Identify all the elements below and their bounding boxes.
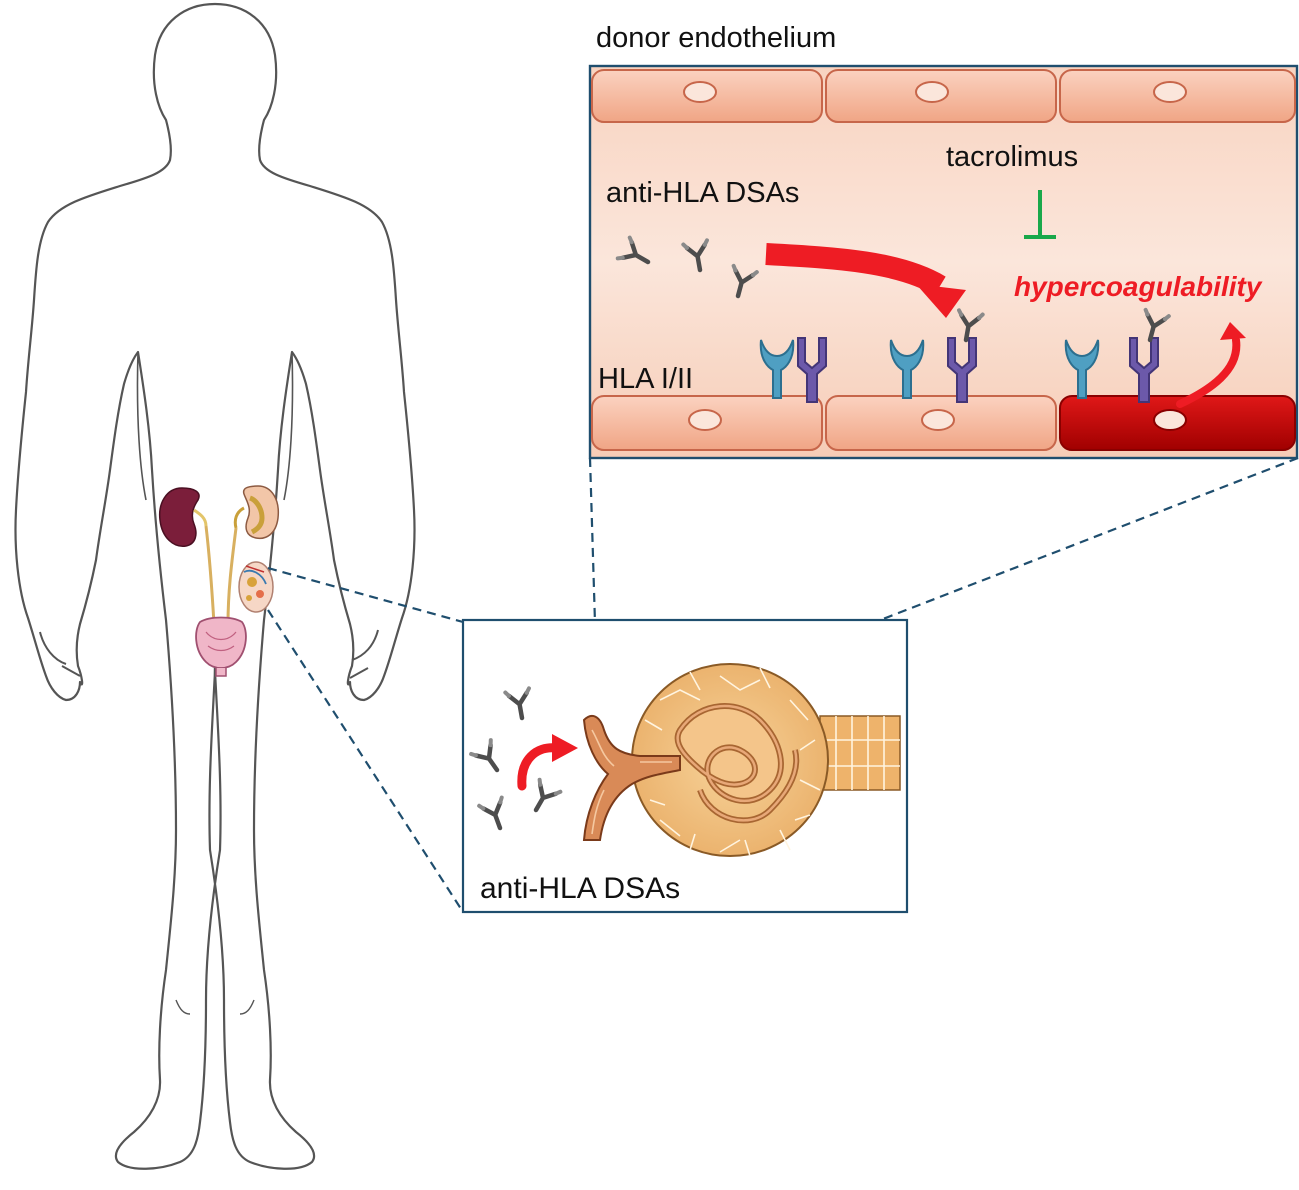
- binding-arrowhead-large: [916, 284, 966, 318]
- hla-classes-label: HLA I/II: [598, 363, 694, 395]
- urinary-system: [158, 485, 280, 677]
- activation-arrowhead: [1220, 322, 1246, 340]
- glomerulus-panel: [461, 618, 909, 914]
- tacrolimus-label: tacrolimus: [946, 141, 1079, 173]
- binding-arrowhead: [552, 734, 578, 762]
- hypercoagulability-label: hypercoagulability: [1014, 271, 1262, 302]
- afferent-arteriole: [582, 714, 681, 841]
- anti-hla-dsas-label-bottom: anti-HLA DSAs: [480, 872, 681, 905]
- anti-hla-dsas-label-top: anti-HLA DSAs: [606, 177, 800, 209]
- activation-arrow: [1176, 336, 1241, 408]
- transplant-kidney-icon: [238, 561, 274, 613]
- binding-arrow: [517, 743, 561, 791]
- bladder-icon: [195, 616, 247, 677]
- endothelial-cell-row-top: [591, 69, 1296, 123]
- kidney-icon: [158, 487, 208, 547]
- endothelium-panel: [588, 64, 1299, 460]
- inhibition-icon: [1024, 190, 1056, 239]
- binding-arrow-large: [765, 243, 946, 296]
- kidney-icon: [233, 485, 280, 540]
- donor-endothelium-label: donor endothelium: [596, 22, 837, 54]
- human-body-outline: [14, 2, 416, 1170]
- endothelial-cell-row-bottom: [591, 395, 1296, 451]
- glomerulus-icon: [582, 663, 901, 857]
